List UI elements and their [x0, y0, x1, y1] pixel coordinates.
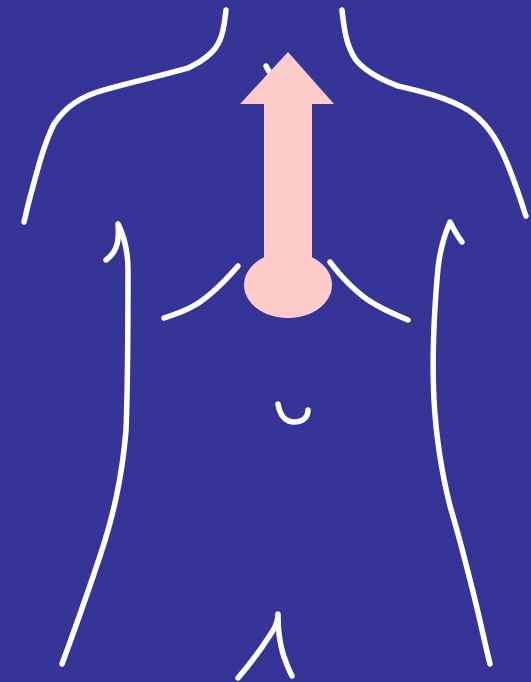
arrow-shaft: [264, 104, 312, 288]
